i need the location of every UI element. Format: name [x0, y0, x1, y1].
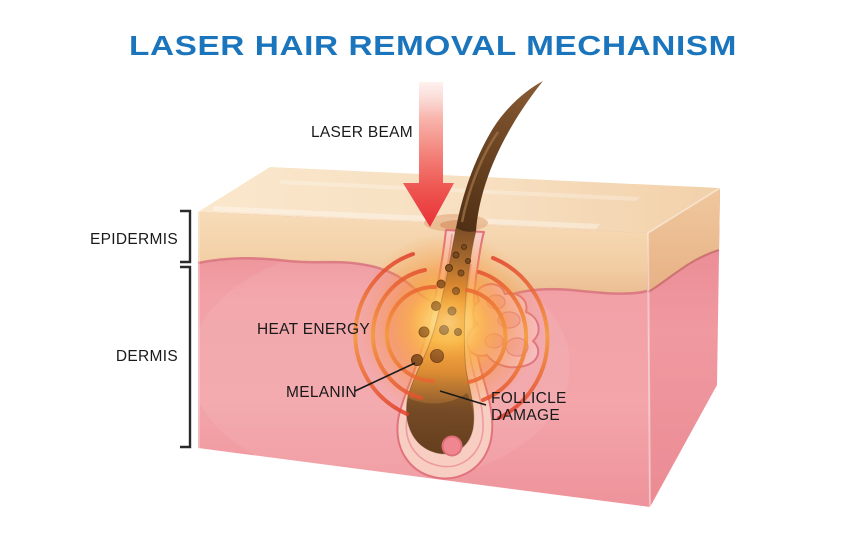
heat-wave-arcs — [353, 252, 550, 420]
dermis-label: DERMIS — [116, 348, 178, 365]
melanin-leader-line — [354, 362, 416, 392]
annotations: LASER HAIR REMOVAL MECHANISM LASER BEAM … — [90, 30, 737, 449]
hair-highlight — [460, 131, 500, 223]
melanin-label: MELANIN — [286, 384, 357, 401]
epidermis-label: EPIDERMIS — [90, 231, 178, 248]
top-face-highlight — [212, 206, 600, 229]
laser-beam-arrow — [403, 82, 454, 227]
hair-shaft — [456, 81, 543, 232]
skin-top-face — [198, 167, 720, 233]
front-right-edge-highlight — [647, 232, 651, 508]
dermal-papilla — [441, 435, 463, 457]
laser-beam-label: LASER BEAM — [311, 124, 413, 141]
top-right-edge-highlight — [647, 187, 721, 234]
heat-energy-label: HEAT ENERGY — [257, 321, 370, 338]
epidermis-dermis-boundary-right — [647, 248, 720, 293]
follicle-damage-label-line2: DAMAGE — [491, 407, 560, 424]
follicle-damage-leader-line — [439, 390, 487, 406]
top-face-highlight-2 — [279, 180, 640, 201]
epidermis-layer-right — [648, 188, 720, 292]
page-title: LASER HAIR REMOVAL MECHANISM — [129, 30, 737, 61]
epidermis-bracket — [180, 209, 192, 264]
hair-follicle — [353, 227, 550, 480]
dermis-bracket — [180, 265, 192, 449]
follicle-damage-label-line1: FOLLICLE — [491, 390, 567, 407]
